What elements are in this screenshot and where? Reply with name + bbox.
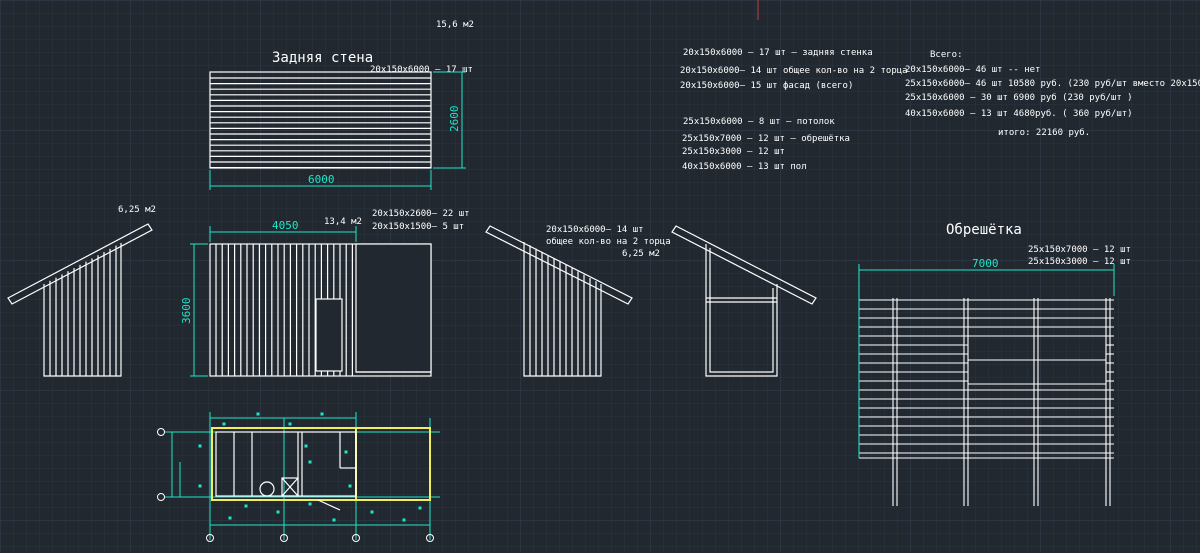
spec-right-line[interactable]: 40х150х6000 – 13 шт 4680руб. ( 360 руб/ш… — [905, 108, 1133, 119]
rear-wall-width-dim[interactable]: 6000 — [308, 173, 335, 186]
area-mid-label[interactable]: 13,4 м2 — [324, 217, 362, 227]
plan-dimension-marker — [402, 518, 406, 522]
plan-dimension-marker — [304, 444, 308, 448]
front-wall-height-dim[interactable]: 3600 — [180, 298, 193, 325]
spec-left-list: 20х150х6000 – 17 шт – задняя стенка 20х1… — [680, 48, 908, 172]
spec-left-line[interactable]: 25х150х3000 – 12 шт — [682, 147, 785, 157]
plan-dimension-marker — [228, 516, 232, 520]
plan-dimension-marker — [370, 510, 374, 514]
spec-left-line[interactable]: 20х150х6000– 15 шт фасад (всего) — [680, 81, 853, 91]
gable-note-2[interactable]: общее кол-во на 2 торца — [546, 236, 671, 247]
rear-wall-title[interactable]: Задняя стена — [272, 50, 373, 66]
plan-dimension-marker — [198, 444, 202, 448]
front-wall-dimensions — [190, 226, 357, 377]
plan-dimension-marker — [198, 484, 202, 488]
area-left-label[interactable]: 6,25 м2 — [118, 205, 156, 215]
spec-right-list: Всего: 20х150х6000– 46 шт -- нет 25х150х… — [905, 50, 1200, 138]
rear-wall-board-note[interactable]: 20х150х6000 – 17 шт — [370, 65, 473, 75]
spec-left-line[interactable]: 25х150х6000 – 8 шт – потолок — [683, 117, 835, 127]
gable-frame-elevation[interactable] — [671, 225, 817, 377]
front-wall-width-dim[interactable]: 4050 — [272, 219, 299, 232]
floor-plan[interactable] — [157, 412, 441, 542]
spec-right-line[interactable]: 20х150х6000– 46 шт -- нет — [905, 65, 1040, 75]
plan-dimension-marker — [418, 506, 422, 510]
front-wall-note-1[interactable]: 20х150х2600– 22 шт — [372, 209, 470, 219]
lathing-title[interactable]: Обрешётка — [946, 222, 1022, 238]
plan-dimension-marker — [344, 450, 348, 454]
rear-wall-elevation[interactable] — [209, 71, 432, 169]
plan-dimension-marker — [332, 518, 336, 522]
front-wall-elevation[interactable] — [209, 243, 432, 377]
middle-gable-elevation[interactable] — [485, 225, 633, 377]
plan-dimension-marker — [348, 484, 352, 488]
area-top-label[interactable]: 15,6 м2 — [436, 20, 474, 30]
plan-dimension-marker — [308, 460, 312, 464]
window-opening — [355, 243, 432, 373]
front-wall-note-2[interactable]: 20х150х1500– 5 шт — [372, 222, 464, 232]
spec-left-line[interactable]: 40х150х6000 – 13 шт пол — [682, 162, 807, 172]
spec-left-line[interactable]: 20х150х6000 – 17 шт – задняя стенка — [683, 48, 873, 58]
lathing-dimensions — [858, 264, 1115, 458]
lathing-width-dim[interactable]: 7000 — [972, 257, 999, 270]
spec-right-total[interactable]: итого: 22160 руб. — [998, 127, 1090, 138]
lathing-note-1[interactable]: 25х150х7000 – 12 шт — [1028, 245, 1131, 255]
plan-dimension-marker — [222, 422, 226, 426]
rear-wall-dimensions — [209, 71, 466, 190]
rear-wall-height-dim[interactable]: 2600 — [448, 106, 461, 133]
plan-dimension-marker — [320, 412, 324, 416]
spec-right-line[interactable]: 25х150х6000 – 30 шт 6900 руб (230 руб/шт… — [905, 92, 1133, 103]
plan-dimension-marker — [244, 504, 248, 508]
plan-dimension-marker — [288, 422, 292, 426]
spec-left-line[interactable]: 25х150х7000 – 12 шт – обрешётка — [682, 133, 850, 144]
plan-dimension-marker — [276, 510, 280, 514]
spec-right-header[interactable]: Всего: — [930, 50, 963, 60]
left-gable-elevation[interactable] — [7, 223, 153, 377]
gable-area[interactable]: 6,25 м2 — [622, 249, 660, 259]
gable-note-1[interactable]: 20х150х6000– 14 шт — [546, 225, 644, 235]
door-opening — [315, 298, 343, 372]
lathing-note-2[interactable]: 25х150х3000 – 12 шт — [1028, 257, 1131, 267]
plan-dimension-marker — [308, 502, 312, 506]
spec-right-line[interactable]: 25х150х6000– 46 шт 10580 руб. (230 руб/ш… — [905, 78, 1200, 89]
lathing-elevation[interactable] — [859, 298, 1114, 506]
plan-dimension-marker — [256, 412, 260, 416]
spec-left-line[interactable]: 20х150х6000– 14 шт общее кол-во на 2 тор… — [680, 65, 908, 76]
